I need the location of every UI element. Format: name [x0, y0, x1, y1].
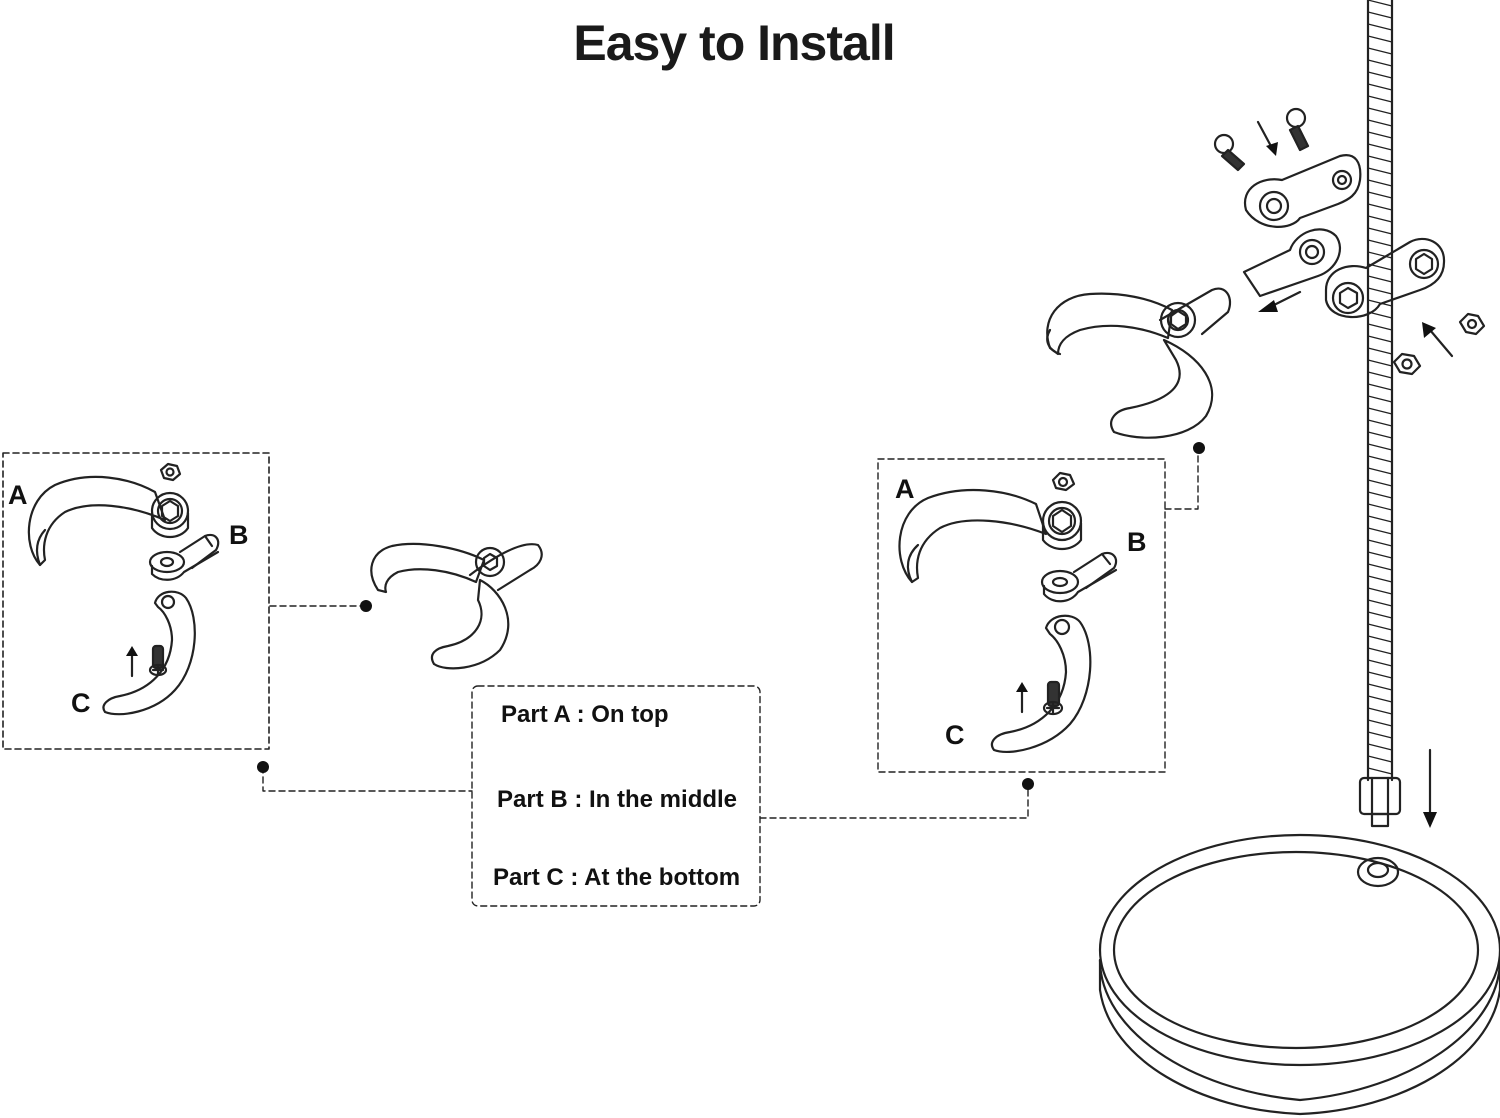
right-label-b: B [1127, 527, 1147, 557]
left-screw [148, 644, 168, 677]
legend-part-a: Part A : On top [501, 701, 669, 728]
rod-clamp-block [1324, 237, 1446, 319]
round-base [1098, 833, 1500, 1116]
left-label-b: B [229, 520, 249, 550]
right-parts-box [877, 458, 1166, 773]
top-screws [1213, 107, 1310, 172]
left-top-nut [159, 462, 182, 482]
right-label-a: A [895, 474, 915, 504]
legend-box [471, 685, 761, 907]
screw-arrow [1256, 120, 1274, 150]
up-left-arrow [1428, 328, 1454, 358]
connector-lines [262, 447, 1199, 819]
page-title: Easy to Install [573, 15, 895, 71]
connector-dots [257, 442, 1205, 790]
side-nuts [1392, 312, 1486, 376]
left-label-a: A [8, 480, 28, 510]
right-top-nut [1051, 471, 1076, 492]
left-label-c: C [71, 688, 91, 718]
rod-bottom-nut [1358, 776, 1402, 828]
left-part-a-hook [27, 475, 190, 567]
right-screw [1042, 680, 1064, 716]
left-part-b-bracket [148, 533, 220, 581]
top-clamp-plate [1243, 154, 1362, 228]
legend-part-b: Part B : In the middle [497, 786, 738, 813]
right-part-c-hook [990, 614, 1092, 754]
threaded-rod [1366, 0, 1394, 782]
mid-clamp-piece [1242, 228, 1342, 298]
right-label-c: C [945, 720, 965, 750]
right-part-b-bracket [1040, 551, 1118, 603]
legend-part-c: Part C : At the bottom [493, 864, 741, 891]
right-part-a-hook [898, 488, 1083, 584]
left-parts-box [2, 452, 270, 750]
middle-assembled-hook [370, 542, 543, 670]
left-part-c-hook [102, 590, 196, 716]
big-assembled-hook [1046, 287, 1232, 439]
